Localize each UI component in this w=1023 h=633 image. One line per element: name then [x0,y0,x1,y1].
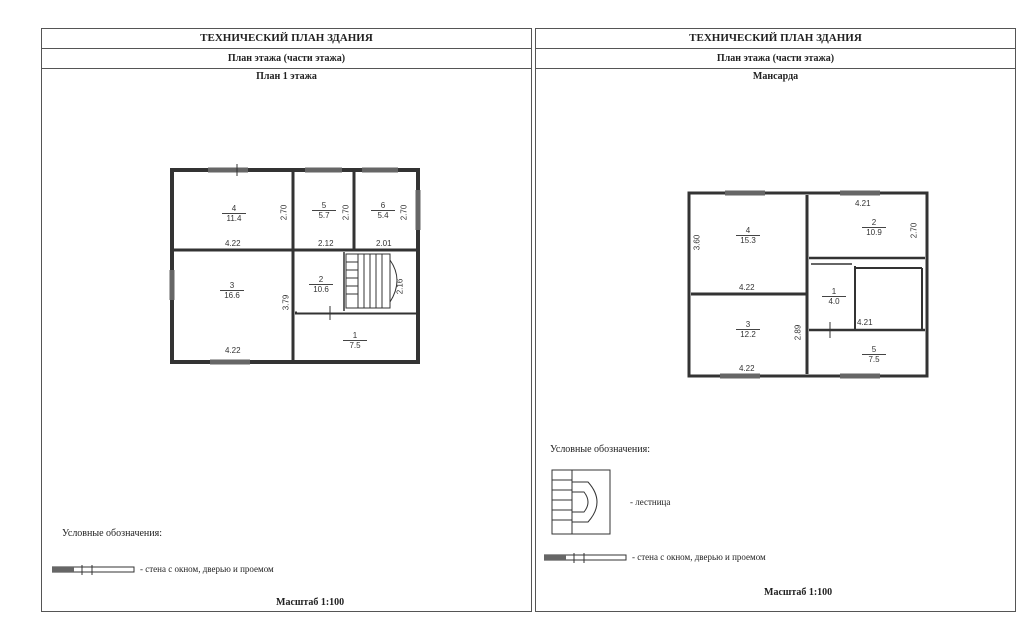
legend-wall-text: - стена с окном, дверью и проемом [632,552,766,562]
dimension-label: 4.22 [739,283,755,292]
dimension-label: 2.89 [793,324,803,341]
scale-label: Масштаб 1:100 [276,597,345,608]
legend-wall-text: - стена с окном, дверью и проемом [140,564,274,574]
legend-title: Условные обозначения: [550,444,651,455]
sheet-header: ТЕХНИЧЕСКИЙ ПЛАН ЗДАНИЯ [42,29,531,49]
plan-title: Мансарда [752,71,799,82]
dimension-label: 4.21 [857,318,873,327]
dimension-label: 2.70 [909,222,919,239]
dimension-label: 3.60 [692,234,702,251]
sheet-header: ТЕХНИЧЕСКИЙ ПЛАН ЗДАНИЯ [536,29,1015,49]
dimension-label: 4.21 [855,199,871,208]
sheet-subheader: План этажа (части этажа) [42,49,531,69]
stair-legend-icon [551,469,611,535]
wall-legend-icon [52,565,135,575]
plan-title: План 1 этажа [256,71,317,82]
dimension-label: 4.22 [225,239,241,248]
sheet-subheader: План этажа (части этажа) [536,49,1015,69]
dimension-label: 2.01 [376,239,392,248]
dimension-label: 2.12 [318,239,334,248]
scale-label: Масштаб 1:100 [764,587,833,598]
dimension-label: 4.22 [225,346,241,355]
legend-title: Условные обозначения: [62,528,163,539]
wall-legend-icon [544,553,627,563]
dimension-label: 4.22 [739,364,755,373]
legend-stair-text: - лестница [630,497,671,507]
